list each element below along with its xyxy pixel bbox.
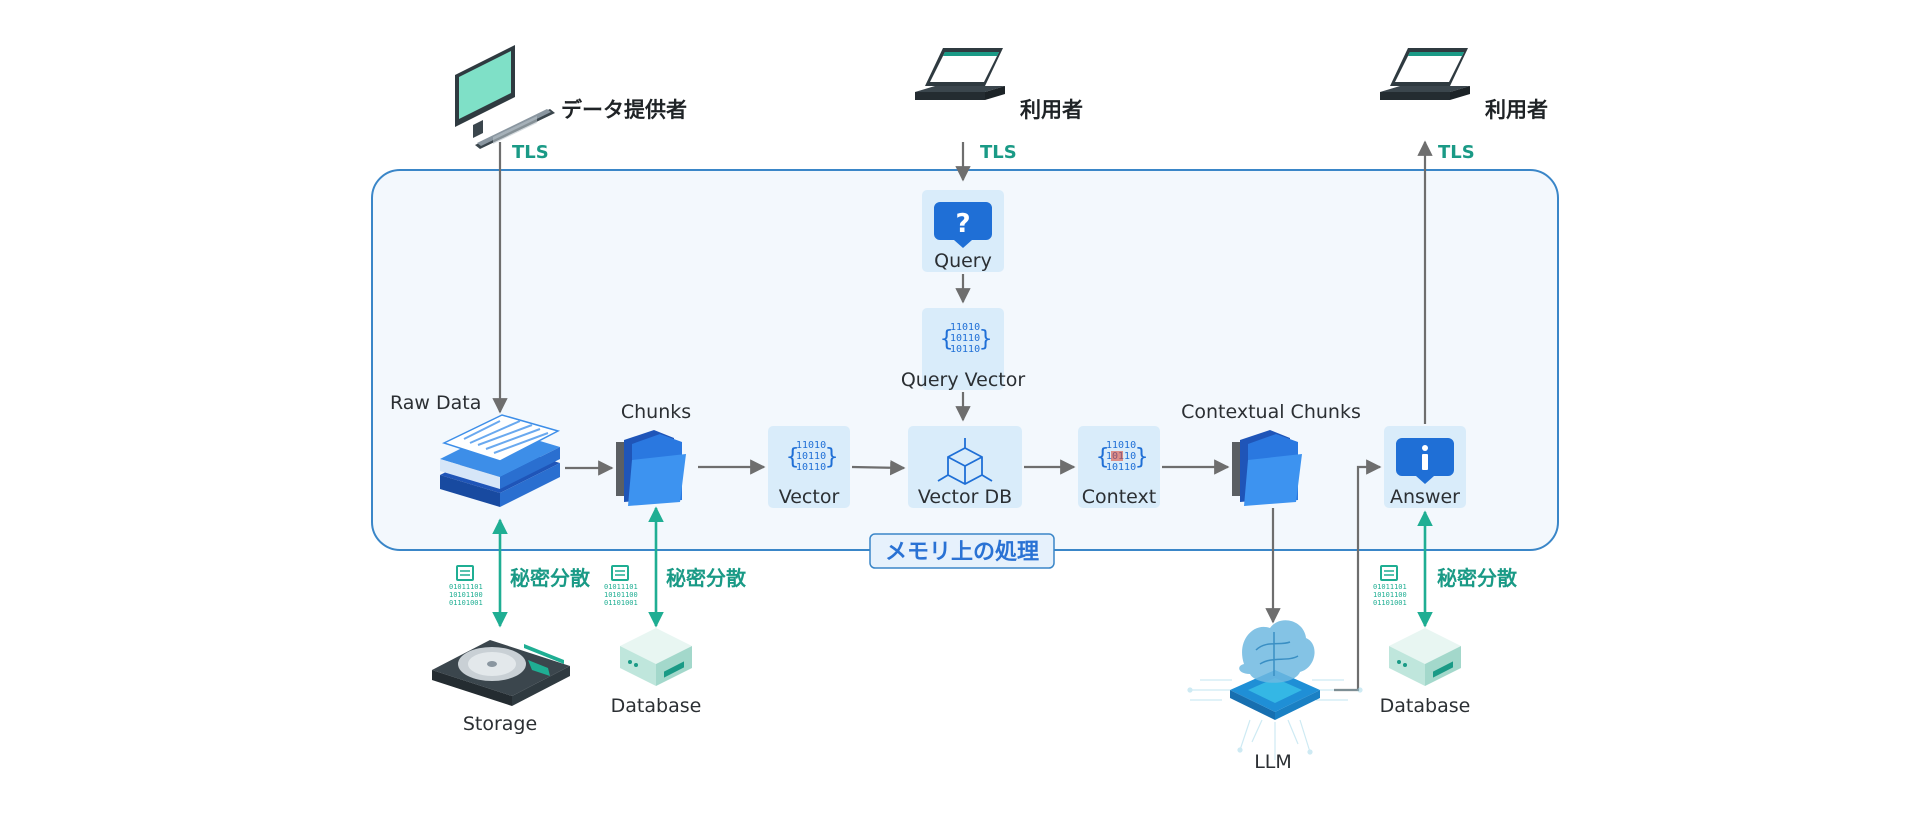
memory-label-box [869,533,1055,569]
provider-tls-label: TLS [512,142,549,163]
folders-icon [1232,430,1302,506]
query-user-label: 利用者 [1020,98,1083,122]
storage-label: Storage [463,713,537,735]
binary-stack-icon [448,565,484,608]
answer-user-tls-label: TLS [1438,142,1475,163]
secret-sharing-label-1: 秘密分散 [510,566,591,590]
llm-label: LLM [1254,751,1292,773]
binary-stack-icon [603,565,639,608]
svg-text:}: } [979,327,992,352]
vector-to-vector-db-arrow [851,460,906,476]
svg-text:}: } [825,445,838,470]
svg-text:{: { [1096,445,1109,470]
binary-code-icon: { } [940,322,992,355]
server-box-icon [620,628,692,686]
vector-db-label: Vector DB [918,486,1012,508]
hard-drive-icon [432,640,570,706]
query-vector-label: Query Vector [901,369,1026,391]
info-bubble-icon [1396,438,1454,484]
vector-label: Vector [779,486,840,508]
binary-code-icon: { } [1096,440,1148,473]
server-box-icon [1389,628,1461,686]
binary-code-icon: { } [786,440,838,473]
brain-chip-icon [1187,620,1363,760]
query-user-tls-label: TLS [980,142,1017,163]
chunks-label: Chunks [621,401,691,423]
document-stack-icon [440,414,561,507]
answer-label: Answer [1390,486,1460,508]
folders-icon [616,430,686,506]
memory-processing-label: メモリ上の処理 [885,539,1039,565]
context-label: Context [1082,486,1156,508]
laptop-icon [1380,48,1470,100]
query-label: Query [934,250,992,272]
contextual-chunks-label: Contextual Chunks [1181,401,1361,423]
provider-label: データ提供者 [561,98,687,122]
svg-text:{: { [940,327,953,352]
desktop-computer-icon [455,45,555,149]
svg-text:}: } [1135,445,1148,470]
cube-network-icon [937,438,993,486]
secret-sharing-label-3: 秘密分散 [1437,566,1518,590]
raw-data-label: Raw Data [390,392,481,414]
svg-text:{: { [786,445,799,470]
svg-text:?: ? [955,209,970,239]
laptop-icon [915,48,1005,100]
question-bubble-icon: ? [934,202,992,248]
database-right-label: Database [1380,695,1471,717]
answer-user-label: 利用者 [1485,98,1548,122]
secret-sharing-label-2: 秘密分散 [666,566,747,590]
database-left-label: Database [611,695,702,717]
binary-stack-icon [1372,565,1408,608]
